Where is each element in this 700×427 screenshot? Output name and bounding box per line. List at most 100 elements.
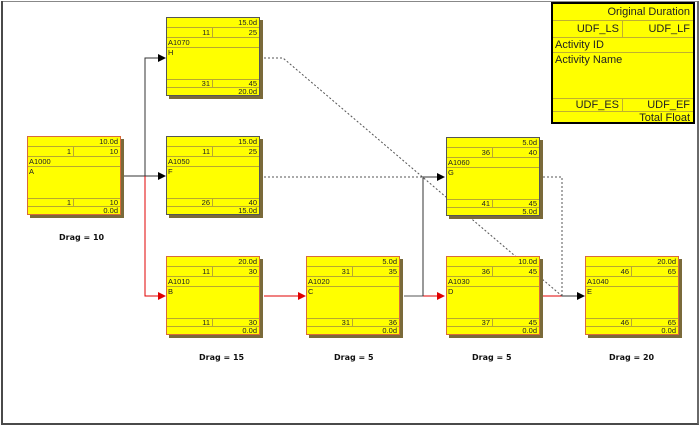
- legend-udf-ef: UDF_EF: [647, 99, 690, 111]
- udf-lf: 10: [109, 147, 118, 156]
- late-dates: 46 65: [586, 267, 678, 277]
- duration: 10.0d: [447, 257, 539, 267]
- udf-lf: 25: [248, 28, 257, 37]
- udf-es: 41: [447, 200, 493, 208]
- udf-ef: 40: [248, 198, 257, 207]
- activity-node-a1050[interactable]: 15.0d 11 25 A1050 F 26 40 15.0d: [166, 136, 260, 215]
- udf-lf: 35: [388, 267, 397, 276]
- activity-id: A1030: [447, 277, 539, 287]
- activity-node-a1060[interactable]: 5.0d 36 40 A1060 G 41 45 5.0d: [446, 137, 540, 216]
- total-float: 0.0d: [522, 326, 537, 335]
- udf-ef: 36: [388, 318, 397, 327]
- activity-id: A1050: [167, 157, 259, 167]
- total-float: 0.0d: [103, 206, 118, 215]
- late-dates: 11 25: [167, 147, 259, 157]
- udf-ls: 46: [586, 267, 632, 276]
- total-float: 15.0d: [238, 206, 257, 215]
- duration: 10.0d: [28, 137, 120, 147]
- drag-label-d: Drag = 5: [472, 353, 512, 362]
- activity-name: F: [167, 167, 259, 199]
- udf-lf: 40: [528, 148, 537, 157]
- early-dates: 31 36: [307, 319, 399, 327]
- legend-late-row: UDF_LS UDF_LF: [553, 21, 693, 38]
- legend-total-float: Total Float: [639, 112, 690, 124]
- udf-lf: 25: [248, 147, 257, 156]
- drag-label-c: Drag = 5: [334, 353, 374, 362]
- total-float: 0.0d: [382, 326, 397, 335]
- activity-id: A1020: [307, 277, 399, 287]
- total-float: 0.0d: [242, 326, 257, 335]
- udf-es: 46: [586, 319, 632, 327]
- activity-name: C: [307, 287, 399, 319]
- activity-name: H: [167, 48, 259, 80]
- udf-ls: 11: [167, 267, 213, 276]
- activity-id: A1070: [167, 38, 259, 48]
- legend-activity-name: Activity Name: [553, 53, 693, 99]
- udf-es: 31: [307, 319, 353, 327]
- activity-node-a1040[interactable]: 20.0d 46 65 A1040 E 46 65 0.0d: [585, 256, 679, 335]
- late-dates: 36 40: [447, 148, 539, 158]
- legend-activity-id: Activity ID: [553, 38, 693, 53]
- udf-ef: 30: [248, 318, 257, 327]
- duration: 20.0d: [586, 257, 678, 267]
- legend-box: Original Duration UDF_LS UDF_LF Activity…: [551, 2, 695, 124]
- legend-udf-es: UDF_ES: [553, 99, 623, 111]
- duration: 15.0d: [167, 137, 259, 147]
- udf-ef: 45: [248, 79, 257, 88]
- udf-es: 31: [167, 80, 213, 88]
- legend-early-row: UDF_ES UDF_EF: [553, 99, 693, 112]
- udf-ef: 10: [109, 198, 118, 207]
- udf-ls: 1: [28, 147, 74, 156]
- udf-ls: 36: [447, 267, 493, 276]
- duration: 5.0d: [307, 257, 399, 267]
- late-dates: 36 45: [447, 267, 539, 277]
- legend-original-duration: Original Duration: [553, 4, 693, 21]
- total-float: 0.0d: [661, 326, 676, 335]
- early-dates: 31 45: [167, 80, 259, 88]
- activity-name: B: [167, 287, 259, 319]
- udf-ls: 31: [307, 267, 353, 276]
- udf-lf: 45: [528, 267, 537, 276]
- early-dates: 26 40: [167, 199, 259, 207]
- drag-label-a: Drag = 10: [59, 233, 105, 242]
- udf-lf: 30: [248, 267, 257, 276]
- udf-ls: 36: [447, 148, 493, 157]
- activity-id: A1010: [167, 277, 259, 287]
- activity-name: E: [586, 287, 678, 319]
- drag-label-b: Drag = 15: [199, 353, 245, 362]
- activity-id: A1000: [28, 157, 120, 167]
- early-dates: 41 45: [447, 200, 539, 208]
- duration: 5.0d: [447, 138, 539, 148]
- activity-id: A1060: [447, 158, 539, 168]
- duration: 15.0d: [167, 18, 259, 28]
- activity-id: A1040: [586, 277, 678, 287]
- udf-es: 37: [447, 319, 493, 327]
- udf-ls: 11: [167, 28, 213, 37]
- frame-top-border: [1, 1, 699, 2]
- activity-name: G: [447, 168, 539, 200]
- legend-udf-lf: UDF_LF: [648, 23, 690, 35]
- late-dates: 1 10: [28, 147, 120, 157]
- udf-es: 26: [167, 199, 213, 207]
- udf-ef: 45: [528, 199, 537, 208]
- late-dates: 11 25: [167, 28, 259, 38]
- activity-node-a1020[interactable]: 5.0d 31 35 A1020 C 31 36 0.0d: [306, 256, 400, 335]
- udf-lf: 65: [667, 267, 676, 276]
- udf-ef: 65: [667, 318, 676, 327]
- late-dates: 31 35: [307, 267, 399, 277]
- udf-es: 11: [167, 319, 213, 327]
- activity-name: A: [28, 167, 120, 199]
- early-dates: 46 65: [586, 319, 678, 327]
- total-float: 5.0d: [522, 207, 537, 216]
- activity-name: D: [447, 287, 539, 319]
- udf-ls: 11: [167, 147, 213, 156]
- early-dates: 11 30: [167, 319, 259, 327]
